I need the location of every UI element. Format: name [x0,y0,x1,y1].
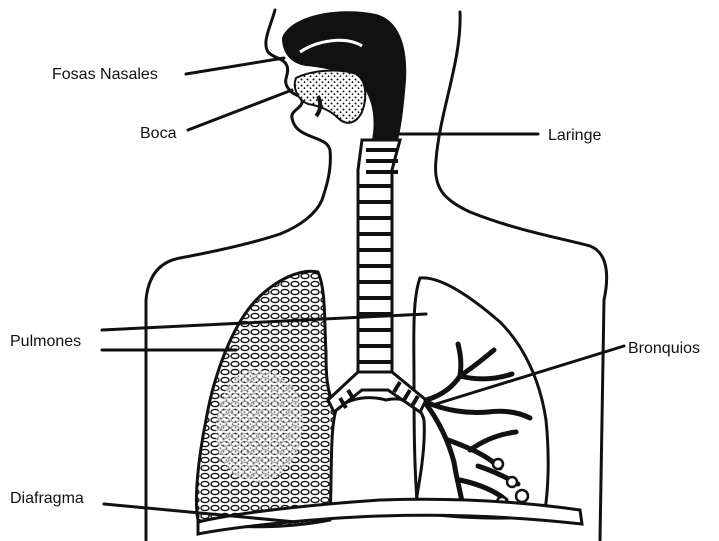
fosas-nasales-leader [186,58,284,74]
oral-cavity [295,71,366,123]
label-fosas-nasales: Fosas Nasales [52,66,158,83]
label-diafragma: Diafragma [10,490,84,507]
label-bronquios: Bronquios [628,340,700,357]
mediastinum [336,398,424,512]
boca-leader [188,90,292,130]
main-bronchi [328,372,426,412]
label-pulmones: Pulmones [10,333,81,350]
labels: Fosas Nasales Boca Laringe Pulmones Bron… [10,66,700,507]
trachea [358,140,400,372]
label-boca: Boca [140,125,177,142]
label-laringe: Laringe [548,127,601,144]
